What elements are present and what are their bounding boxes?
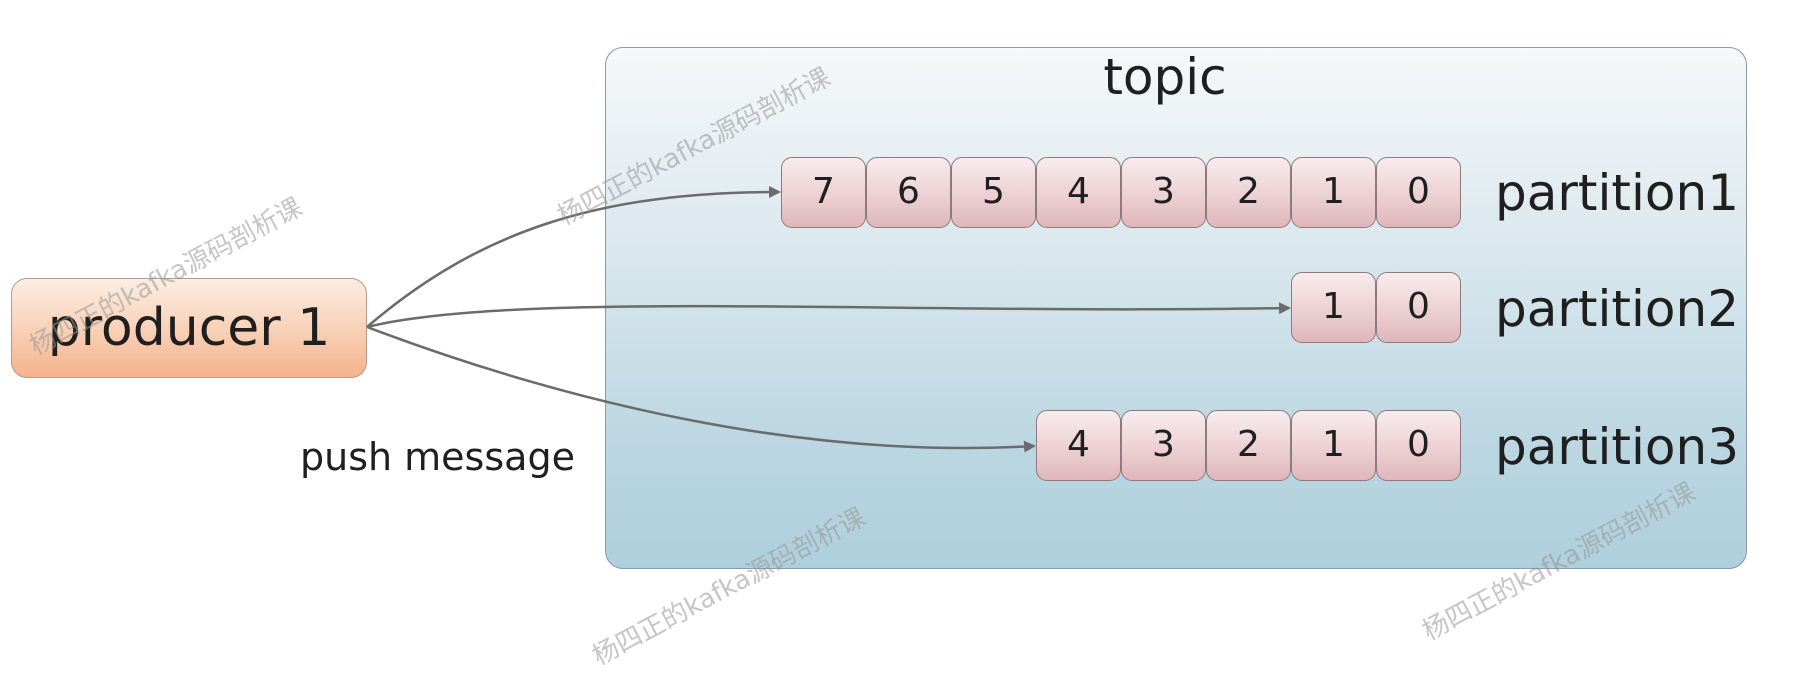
partition1-label: partition1 bbox=[1495, 164, 1740, 222]
partition1-cell-6: 6 bbox=[866, 157, 951, 228]
partition1-cell-4: 4 bbox=[1036, 157, 1121, 228]
partition2-label: partition2 bbox=[1495, 280, 1740, 338]
producer-box bbox=[11, 278, 367, 378]
partition3-cell-1: 1 bbox=[1291, 410, 1376, 481]
partition2-cell-1: 1 bbox=[1291, 272, 1376, 343]
partition1-cell-3: 3 bbox=[1121, 157, 1206, 228]
topic-title: topic bbox=[1103, 48, 1227, 106]
partition3-cell-0: 0 bbox=[1376, 410, 1461, 481]
partition1-cell-5: 5 bbox=[951, 157, 1036, 228]
connector-arrows bbox=[366, 186, 1291, 453]
arrow-to-partition2 bbox=[366, 302, 1291, 329]
push-message-label: push message bbox=[300, 435, 575, 479]
partition3-cell-4: 4 bbox=[1036, 410, 1121, 481]
kafka-topic-diagram: topic producer 1 push message 7 6 5 4 3 … bbox=[11, 47, 1747, 672]
partition1-cell-0: 0 bbox=[1376, 157, 1461, 228]
partition1-cell-7: 7 bbox=[781, 157, 866, 228]
partition3-cell-3: 3 bbox=[1121, 410, 1206, 481]
partition3-cell-2: 2 bbox=[1206, 410, 1291, 481]
arrow-to-partition1 bbox=[366, 186, 781, 328]
partition1-cell-2: 2 bbox=[1206, 157, 1291, 228]
producer-label: producer 1 bbox=[47, 298, 331, 358]
partition3-label: partition3 bbox=[1495, 418, 1740, 476]
partition1-cell-1: 1 bbox=[1291, 157, 1376, 228]
partition2-cell-0: 0 bbox=[1376, 272, 1461, 343]
arrow-to-partition3 bbox=[366, 325, 1036, 453]
